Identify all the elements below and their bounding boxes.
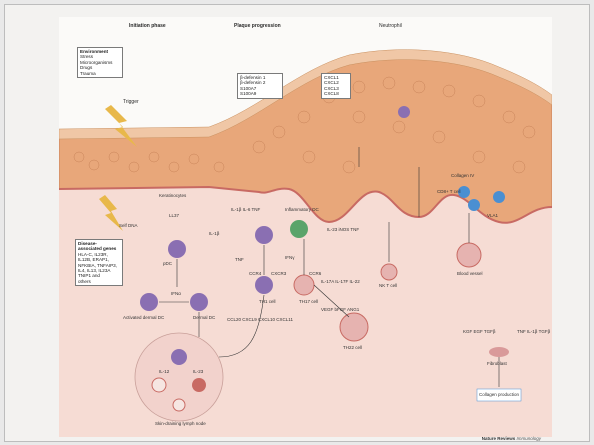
cd8-t-cell-2 — [468, 199, 480, 211]
chemokine-box: CXCL1 CXCL2 CXCL3 CXCL8 — [321, 73, 351, 99]
antimicrobial-peptide-box: β-defensin 1 β-defensin 2 S100A7 S100A9 — [237, 73, 283, 99]
vla1-label: VLA1 — [487, 213, 498, 218]
trigger-label: Trigger — [123, 99, 139, 105]
nk-label: NK T cell — [379, 283, 397, 288]
environment-box: Environment Stress Microorganisms Drugs … — [77, 47, 123, 78]
gene-item: others — [78, 279, 120, 284]
cd8-label: CD8+ T cell — [437, 189, 460, 194]
ll37-label: LL37 — [169, 213, 179, 218]
kgf-label: KGF EGF TGFβ — [463, 329, 496, 334]
collagen-iv-label: Collagen IV — [451, 173, 474, 178]
disease-genes-box: Disease-associated genes HLA-C, IL23R, I… — [75, 239, 123, 286]
fibroblast-cell — [489, 347, 509, 357]
disease-genes-title: Disease-associated genes — [78, 241, 120, 252]
plaque-progression-label: Plaque progression — [234, 23, 281, 29]
inflammatory-dc-cell — [290, 220, 308, 238]
blood-vessel — [457, 243, 481, 267]
tnf-label: TNF — [235, 257, 244, 262]
vegf-label: VEGF bFGF ANG1 — [321, 307, 359, 312]
th1-label: TH1 cell — [259, 299, 276, 304]
cxcr3-label: CXCR3 — [271, 271, 286, 276]
il17a-label: IL-17A IL-17F IL-22 — [321, 279, 360, 284]
journal-brand: Nature Reviews — [482, 436, 516, 441]
ifng-label: IFNγ — [285, 255, 295, 260]
activated-dc-cell — [140, 293, 158, 311]
il6-tnf-label: IL-1β IL-6 TNF — [231, 207, 260, 212]
neutrophil-cell — [398, 106, 410, 118]
blood-vessel-label: Blood vessel — [457, 271, 483, 276]
chemokine-item: CXCL8 — [324, 91, 348, 96]
th17-label: TH17 cell — [299, 299, 318, 304]
journal-section: Immunology — [516, 436, 541, 441]
ln-th17-cell — [192, 378, 206, 392]
pdc-label: pDC — [163, 261, 172, 266]
th17-cell — [294, 275, 314, 295]
inflammatory-dc-label: Inflammatory DC — [285, 207, 319, 212]
tnf-il1b-label: TNF IL-1β TGFβ — [517, 329, 550, 334]
activated-dc-label: Activated dermal DC — [123, 315, 164, 320]
dermal-dc-label: Dermal DC — [193, 315, 215, 320]
figure-panel: Initiation phase Plaque progression Neut… — [59, 17, 552, 437]
ccr6-label: CCR6 — [309, 271, 321, 276]
peptide-item: S100A9 — [240, 91, 280, 96]
initiation-phase-label: Initiation phase — [129, 23, 166, 29]
ifna-label: IFNα — [171, 291, 181, 296]
ln-dc-cell — [171, 349, 187, 365]
nk-cell — [381, 264, 397, 280]
environment-item: Trauma — [80, 71, 120, 76]
il1b-label: IL-1β — [209, 231, 219, 236]
il23-label: IL-23 — [193, 369, 203, 374]
pdc-cell — [168, 240, 186, 258]
ln-t-cell — [173, 399, 185, 411]
dc-cell — [255, 226, 273, 244]
fibroblast-label: Fibroblast — [487, 361, 507, 366]
collagen-production-label: Collagen production — [479, 392, 519, 397]
figure-frame: Initiation phase Plaque progression Neut… — [4, 4, 590, 442]
dermal-dc-cell — [190, 293, 208, 311]
ccr4-label: CCR4 — [249, 271, 261, 276]
lymph-node-label: Skin-draining lymph node — [155, 421, 206, 426]
neutrophil-label: Neutrophil — [379, 23, 402, 29]
ccl20-label: CCL20 CXCL9 CXCL10 CXCL11 — [227, 317, 293, 322]
th22-label: TH22 cell — [343, 345, 362, 350]
il12-label: IL-12 — [159, 369, 169, 374]
il23-inos-tnf-label: IL-23 iNOS TNF — [327, 227, 359, 232]
figure-footer: Nature Reviews Immunology — [482, 436, 541, 441]
self-dna-label: Self DNA — [119, 223, 138, 228]
th22-cell — [340, 313, 368, 341]
th1-cell — [255, 276, 273, 294]
ln-th1-cell — [152, 378, 166, 392]
keratinocyte-label: Keratinocytes — [159, 193, 186, 198]
cd8-t-cell-3 — [493, 191, 505, 203]
